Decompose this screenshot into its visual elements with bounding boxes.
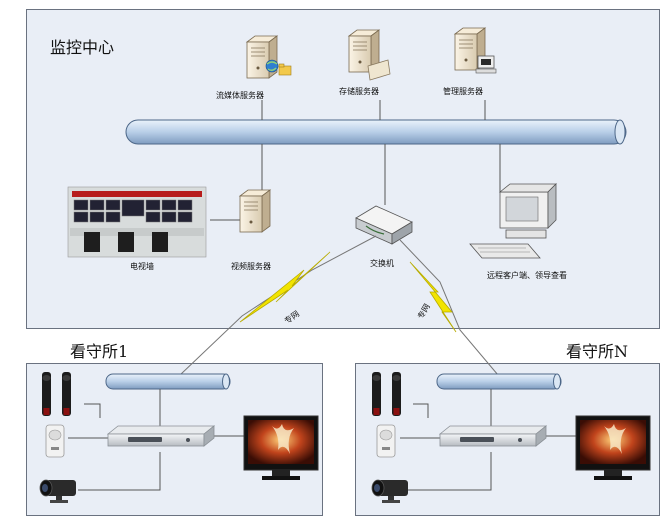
switch-label: 交换机	[370, 259, 394, 268]
site1-dvr-icon	[107, 425, 215, 447]
dedicated-link-1-line	[179, 235, 377, 376]
site1-network-bus	[105, 373, 231, 390]
management-terminal-icon	[475, 55, 497, 74]
video-wall-image	[67, 186, 207, 258]
siten-monitor-icon	[575, 415, 651, 481]
video-wall-label: 电视墙	[130, 262, 154, 271]
dedicated-link-1-lightning	[239, 251, 331, 323]
management-server-label: 管理服务器	[443, 87, 483, 96]
center-network-bus	[125, 119, 627, 145]
siten-network-bus	[436, 373, 562, 390]
folder-icon	[278, 63, 292, 76]
globe-icon	[265, 59, 279, 73]
siten-dvr-icon	[439, 425, 547, 447]
site1-motion-sensor-icon	[45, 424, 65, 458]
switch-icon	[355, 205, 413, 245]
siten-camera-icon	[371, 479, 409, 504]
storage-disk-icon	[367, 59, 391, 81]
storage-server-label: 存储服务器	[339, 87, 379, 96]
dedicated-link-n-lightning	[409, 261, 457, 333]
streaming-server-label: 流媒体服务器	[216, 91, 264, 100]
monitoring-center-panel	[26, 9, 660, 329]
video-server-label: 视频服务器	[231, 262, 271, 271]
siten-motion-sensor-icon	[376, 424, 396, 458]
site1-camera-icon	[39, 479, 77, 504]
center-title: 监控中心	[50, 38, 115, 57]
site1-beam-detector-icon	[62, 372, 71, 416]
dedicated-link-n-line	[399, 239, 499, 376]
video-server-icon	[239, 189, 271, 233]
site1-monitor-icon	[243, 415, 319, 481]
siten-beam-detector-icon	[372, 372, 381, 416]
remote-client-computer-icon	[469, 183, 557, 259]
remote-client-label: 远程客户端、领导查看	[487, 271, 567, 280]
site1-beam-detector-icon	[42, 372, 51, 416]
site1-title: 看守所1	[70, 342, 129, 361]
siten-title: 看守所N	[566, 342, 629, 361]
siten-beam-detector-icon	[392, 372, 401, 416]
